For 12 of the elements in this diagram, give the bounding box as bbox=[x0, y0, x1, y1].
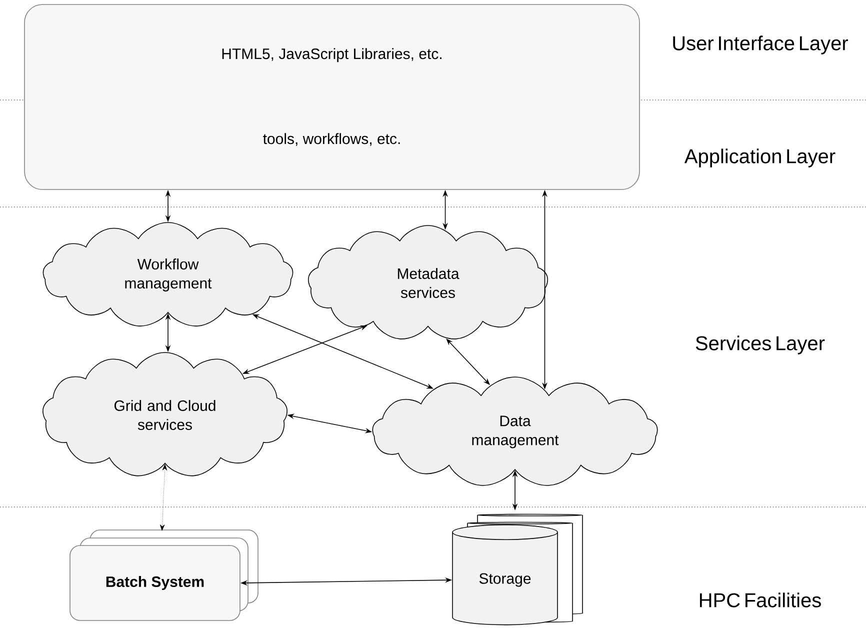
layer-label: Application Layer bbox=[684, 148, 836, 168]
layer-label: User Interface Layer bbox=[673, 36, 848, 54]
storage-cylinders: Storage bbox=[452, 514, 583, 626]
stacked-boxes: Batch System bbox=[70, 530, 258, 621]
arrow bbox=[160, 464, 168, 531]
cloud: Metadata services bbox=[308, 225, 548, 340]
cloud: Workflow management bbox=[42, 222, 294, 326]
cloud: Data management bbox=[372, 376, 658, 486]
cloud: Grid and Cloud services bbox=[42, 352, 288, 476]
layer-box: HTML5, JavaScript Libraries, etc. tools, workflows, etc. bbox=[24, 4, 640, 190]
layer-label: Services Layer bbox=[696, 336, 825, 354]
layer-label: HPC Facilities bbox=[700, 592, 821, 608]
